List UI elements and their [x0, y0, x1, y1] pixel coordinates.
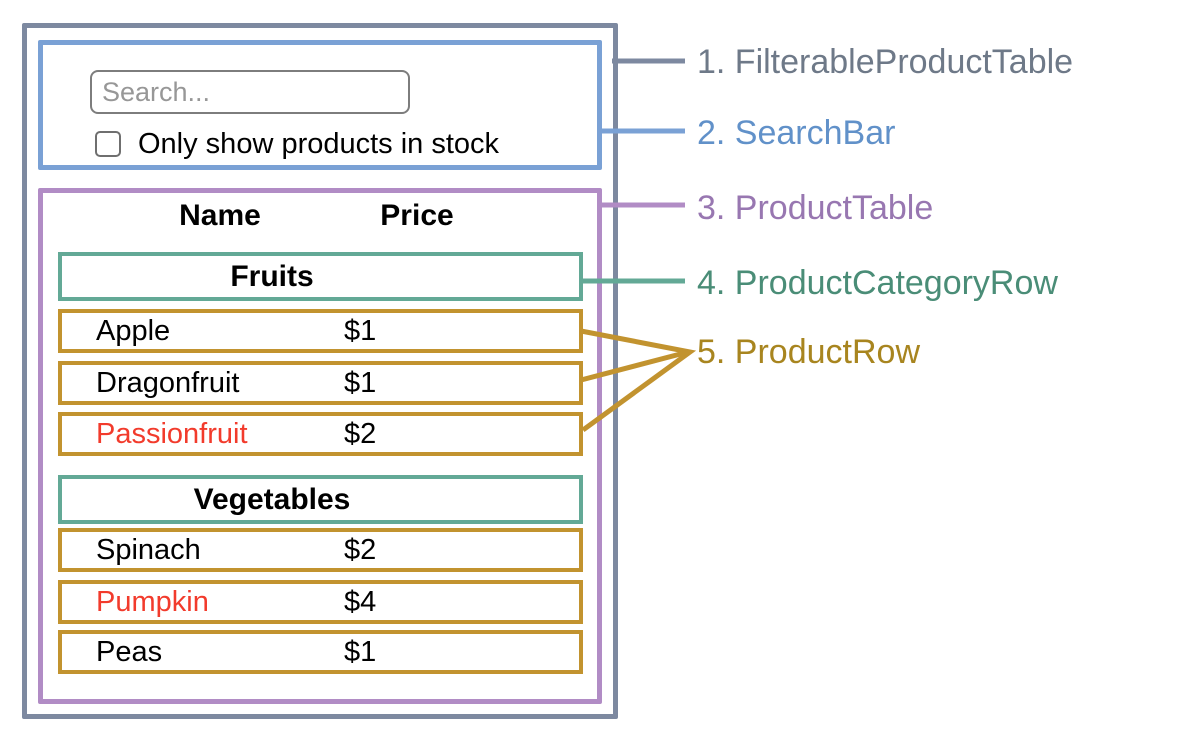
- filterable-product-table-box: Only show products in stock Name Price F…: [22, 23, 618, 719]
- search-input[interactable]: [90, 70, 410, 114]
- product-row: Apple $1: [58, 309, 583, 353]
- product-row: Peas $1: [58, 630, 583, 674]
- product-row: Passionfruit $2: [58, 412, 583, 456]
- product-name: Passionfruit: [96, 418, 248, 450]
- product-row: Pumpkin $4: [58, 580, 583, 624]
- product-price: $2: [344, 418, 377, 450]
- annotation-product-category-row: 4. ProductCategoryRow: [697, 264, 1058, 302]
- product-price: $4: [344, 586, 377, 618]
- product-price: $1: [344, 367, 377, 399]
- product-table-box: Name Price Fruits Apple $1 Dragonfruit $…: [38, 188, 602, 704]
- product-row: Spinach $2: [58, 528, 583, 572]
- product-name: Apple: [96, 315, 171, 347]
- in-stock-checkbox-label[interactable]: Only show products in stock: [138, 128, 500, 160]
- annotation-product-table: 3. ProductTable: [697, 189, 934, 227]
- product-category-row: Vegetables: [58, 475, 583, 524]
- product-name: Pumpkin: [96, 586, 209, 618]
- annotation-search-bar: 2. SearchBar: [697, 114, 896, 152]
- in-stock-checkbox[interactable]: [95, 131, 121, 157]
- in-stock-filter-row: Only show products in stock: [95, 129, 499, 159]
- category-title: Fruits: [230, 260, 314, 293]
- annotation-product-row: 5. ProductRow: [697, 333, 920, 371]
- product-name: Dragonfruit: [96, 367, 240, 399]
- annotation-filterable-product-table: 1. FilterableProductTable: [697, 43, 1074, 81]
- column-header-price: Price: [380, 199, 454, 232]
- category-title: Vegetables: [193, 483, 351, 516]
- product-price: $2: [344, 534, 377, 566]
- product-price: $1: [344, 636, 377, 668]
- product-row: Dragonfruit $1: [58, 361, 583, 405]
- product-category-row: Fruits: [58, 252, 583, 301]
- search-bar-box: Only show products in stock: [38, 40, 602, 170]
- product-name: Spinach: [96, 534, 201, 566]
- column-header-name: Name: [179, 199, 261, 232]
- product-price: $1: [344, 315, 377, 347]
- product-name: Peas: [96, 636, 163, 668]
